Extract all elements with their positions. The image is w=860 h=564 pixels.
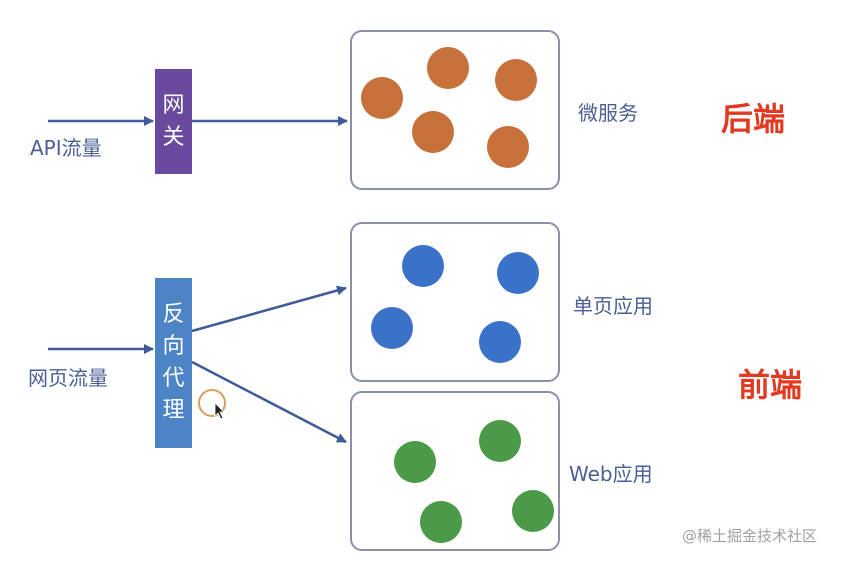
- microservice-dot: [495, 59, 537, 101]
- spa-dot: [479, 321, 521, 363]
- web-app-label: Web应用: [569, 462, 653, 486]
- web-app-dot: [420, 501, 462, 543]
- proxy-char: 反: [162, 302, 185, 328]
- spa-dot: [497, 252, 539, 294]
- proxy-char: 理: [162, 397, 185, 423]
- spa-dot: [371, 307, 413, 349]
- microservice-dot: [412, 111, 454, 153]
- microservices-label: 微服务: [578, 101, 638, 125]
- web-app-dot: [394, 441, 436, 483]
- spa-label: 单页应用: [573, 294, 653, 318]
- web-app-dot: [512, 490, 554, 532]
- web-app-dot: [479, 420, 521, 462]
- gateway-char: 网: [162, 92, 185, 118]
- spa-box: [350, 222, 560, 382]
- reverse-proxy-node: 反 向 代 理: [155, 278, 192, 448]
- microservices-box: [350, 30, 560, 190]
- proxy-char: 代: [162, 366, 185, 391]
- proxy-char: 向: [162, 334, 185, 360]
- frontend-category-label: 前端: [738, 366, 803, 404]
- arrow-proxy-to-spa: [191, 285, 347, 333]
- microservice-dot: [361, 77, 403, 119]
- microservice-dot: [427, 47, 469, 89]
- gateway-node: 网 关: [155, 69, 192, 174]
- spa-dot: [402, 245, 444, 287]
- web-app-box: [350, 391, 560, 551]
- cursor-click-indicator: [198, 389, 226, 417]
- watermark: @稀土掘金技术社区: [682, 527, 818, 545]
- api-traffic-label: API流量: [30, 136, 102, 160]
- backend-category-label: 后端: [721, 100, 786, 138]
- web-traffic-label: 网页流量: [28, 366, 108, 390]
- gateway-char: 关: [162, 124, 185, 150]
- mouse-pointer-icon: [214, 402, 225, 420]
- arrow-proxy-to-web: [191, 360, 347, 444]
- microservice-dot: [487, 126, 529, 168]
